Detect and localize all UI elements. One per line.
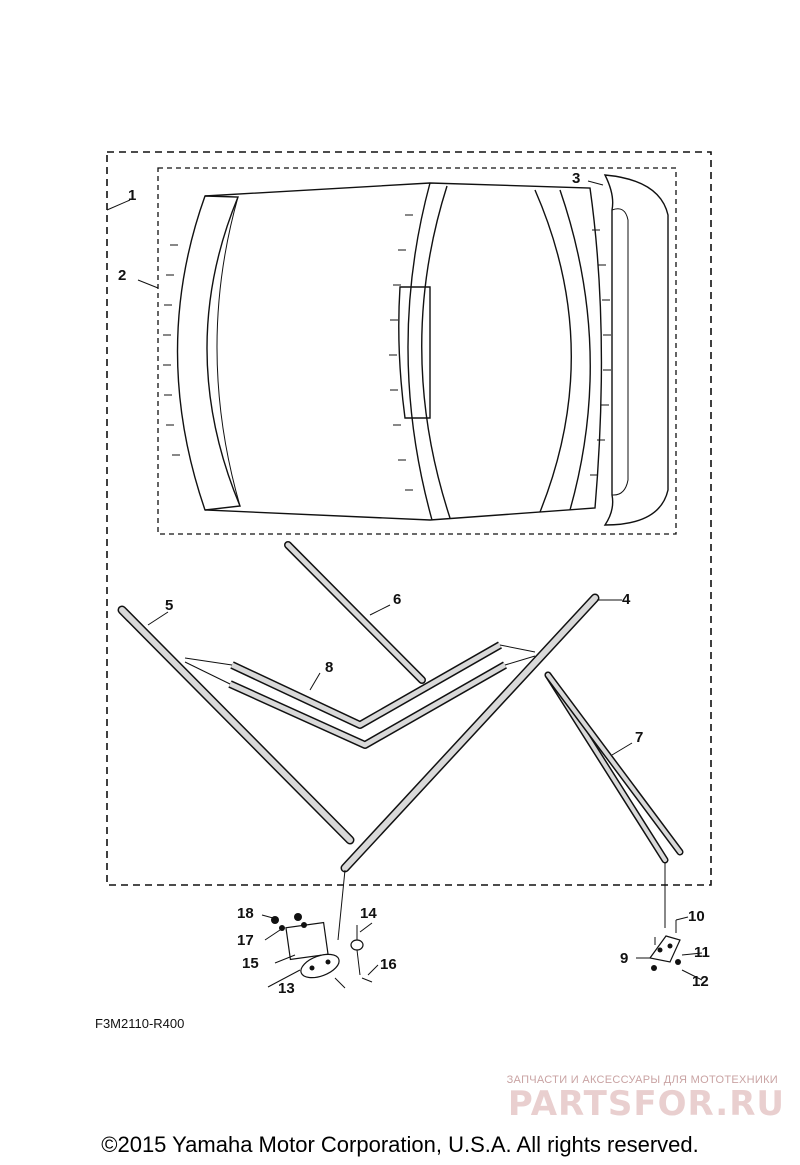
diagram-code: F3M2110-R400 bbox=[95, 1016, 184, 1031]
frame-poles-7 bbox=[544, 671, 684, 864]
callout-9: 9 bbox=[620, 950, 628, 967]
callout-11: 11 bbox=[694, 944, 710, 961]
boot-cover bbox=[603, 174, 669, 526]
right-mount-hardware bbox=[648, 920, 681, 971]
outer-assembly-boundary bbox=[106, 151, 712, 886]
callout-5: 5 bbox=[165, 597, 173, 614]
callout-10: 10 bbox=[688, 908, 705, 925]
frame-pole-6 bbox=[284, 541, 426, 684]
callout-4: 4 bbox=[622, 591, 631, 608]
callout-18: 18 bbox=[237, 905, 254, 922]
callout-1: 1 bbox=[128, 187, 136, 204]
frame-pole-5 bbox=[117, 605, 355, 845]
left-mount-hardware bbox=[271, 913, 373, 989]
support-poles-8 bbox=[184, 641, 536, 749]
callout-6: 6 bbox=[393, 591, 401, 608]
callout-7: 7 bbox=[635, 729, 643, 746]
callout-12: 12 bbox=[692, 973, 709, 990]
inner-canvas-boundary bbox=[157, 167, 677, 535]
frame-pole-4 bbox=[340, 593, 600, 873]
watermark-brand: PARTSFOR.RU bbox=[508, 1084, 785, 1124]
callout-16: 16 bbox=[380, 956, 397, 973]
callout-13: 13 bbox=[278, 980, 295, 997]
copyright-notice: ©2015 Yamaha Motor Corporation, U.S.A. A… bbox=[101, 1132, 698, 1157]
bimini-canvas bbox=[163, 182, 611, 521]
callout-2: 2 bbox=[118, 267, 126, 284]
callout-17: 17 bbox=[237, 932, 254, 949]
callout-14: 14 bbox=[360, 905, 377, 922]
callout-3: 3 bbox=[572, 170, 580, 187]
watermark-tagline: ЗАПЧАСТИ И АКСЕССУАРЫ ДЛЯ МОТОТЕХНИКИ bbox=[507, 1074, 778, 1086]
callout-8: 8 bbox=[325, 659, 333, 676]
callout-15: 15 bbox=[242, 955, 259, 972]
